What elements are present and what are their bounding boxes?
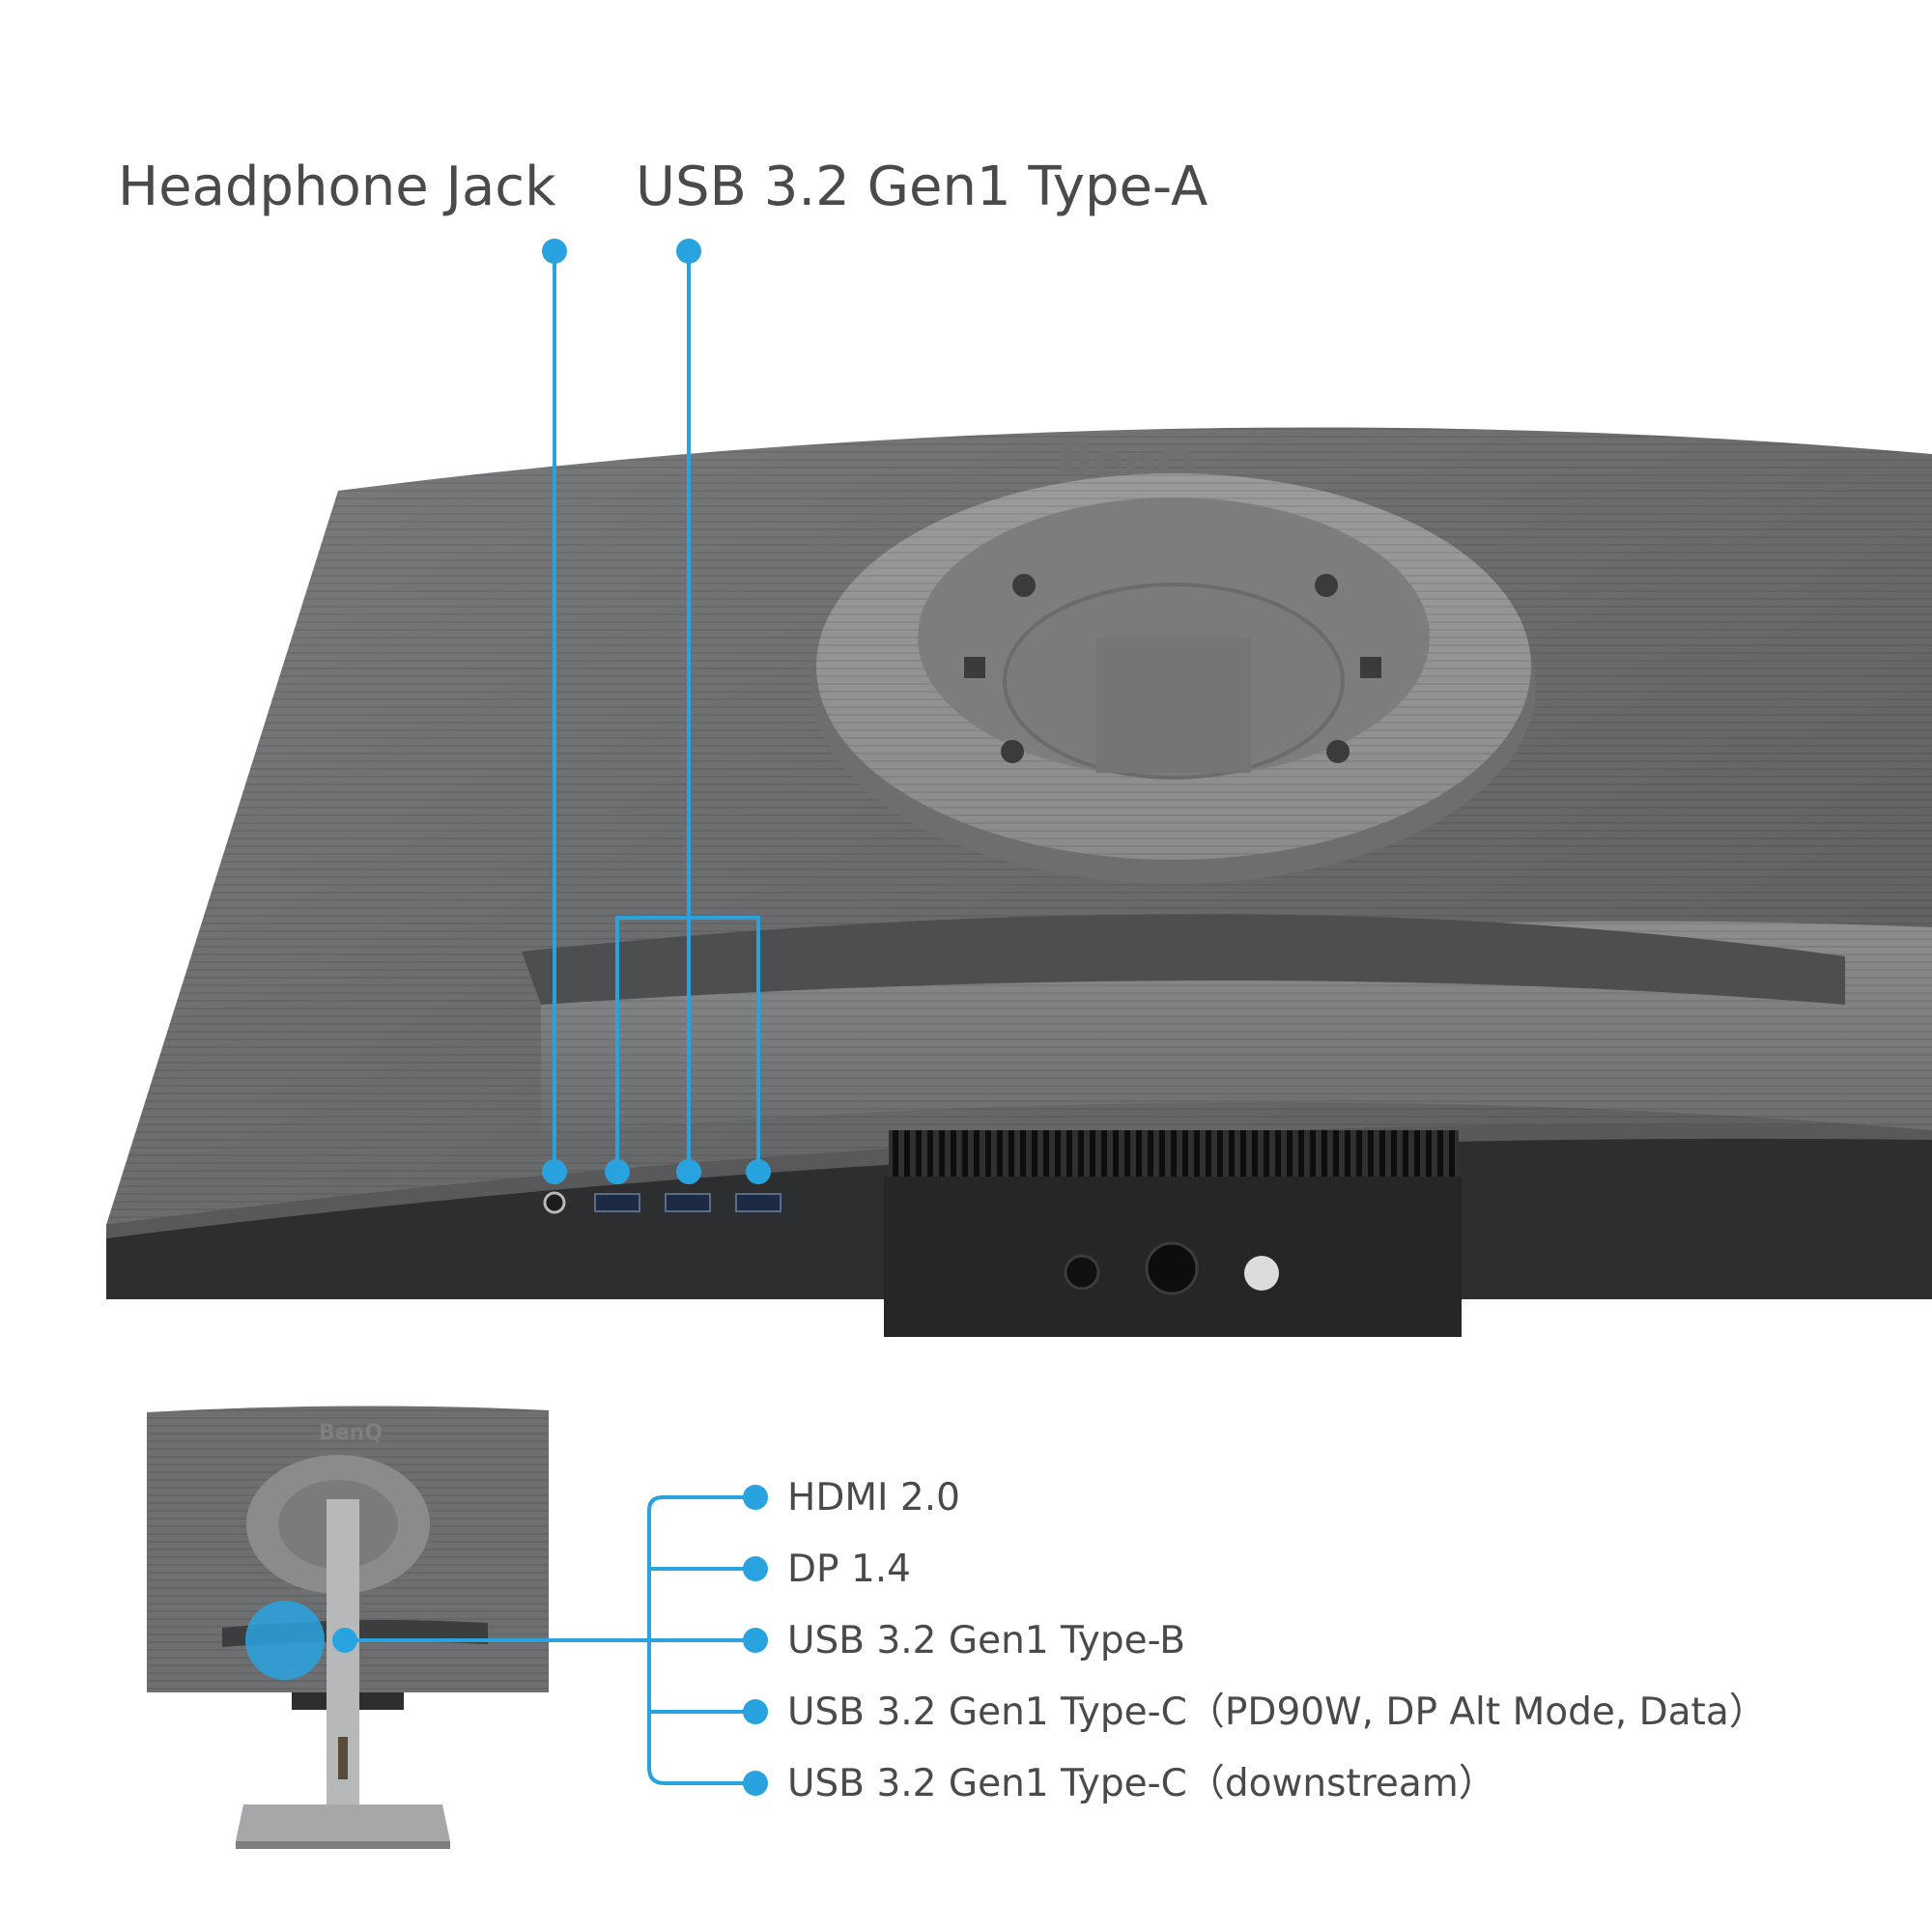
vesa-mount [811,473,1536,884]
thumbnail-brand-logo: BenQ [319,1421,383,1445]
top-callout-dots [542,239,771,1184]
vent-grille [889,1130,1459,1179]
port-label-hdmi: HDMI 2.0 [787,1476,960,1520]
bottom-callout-dots [332,1485,768,1796]
port-label-usb-type-c-pd: USB 3.2 Gen1 Type-C（PD90W, DP Alt Mode, … [787,1690,1767,1734]
port-label-dp: DP 1.4 [787,1548,911,1591]
usb-type-a-label: USB 3.2 Gen1 Type-A [636,156,1208,218]
bottom-callouts [345,1495,755,1785]
port-label-usb-type-c-downstream: USB 3.2 Gen1 Type-C（downstream） [787,1762,1496,1805]
port-label-usb-type-b: USB 3.2 Gen1 Type-B [787,1619,1186,1662]
top-callouts [553,251,760,1172]
control-block [884,1177,1462,1337]
monitor-thumbnail: BenQ [147,1406,549,1849]
thumbnail-port-highlight [245,1601,325,1680]
headphone-jack-label: Headphone Jack [118,156,556,218]
side-ports [543,1191,781,1214]
